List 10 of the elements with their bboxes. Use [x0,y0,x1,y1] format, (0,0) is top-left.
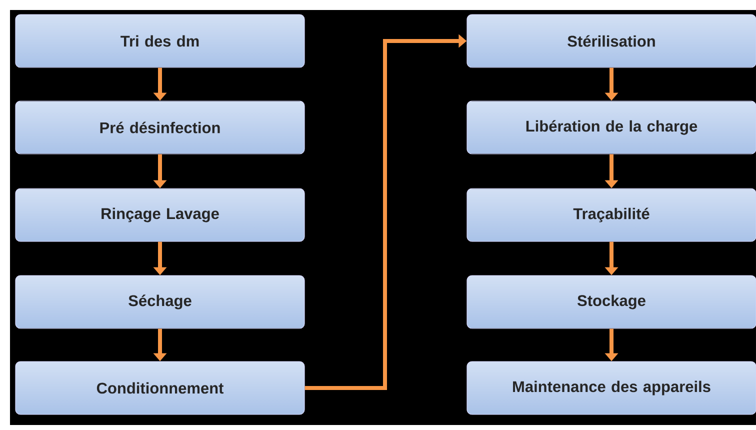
process-box: Conditionnement [15,361,305,415]
process-box: Maintenance des appareils [466,361,756,415]
process-box: Rinçage Lavage [15,188,305,242]
process-box: Pré désinfection [15,100,305,154]
process-box: Libération de la charge [466,100,756,154]
process-box: Tri des dm [15,14,305,68]
process-box: Stérilisation [466,14,756,68]
process-box: Séchage [15,275,305,329]
process-box: Traçabilité [466,188,756,242]
process-box: Stockage [466,275,756,329]
